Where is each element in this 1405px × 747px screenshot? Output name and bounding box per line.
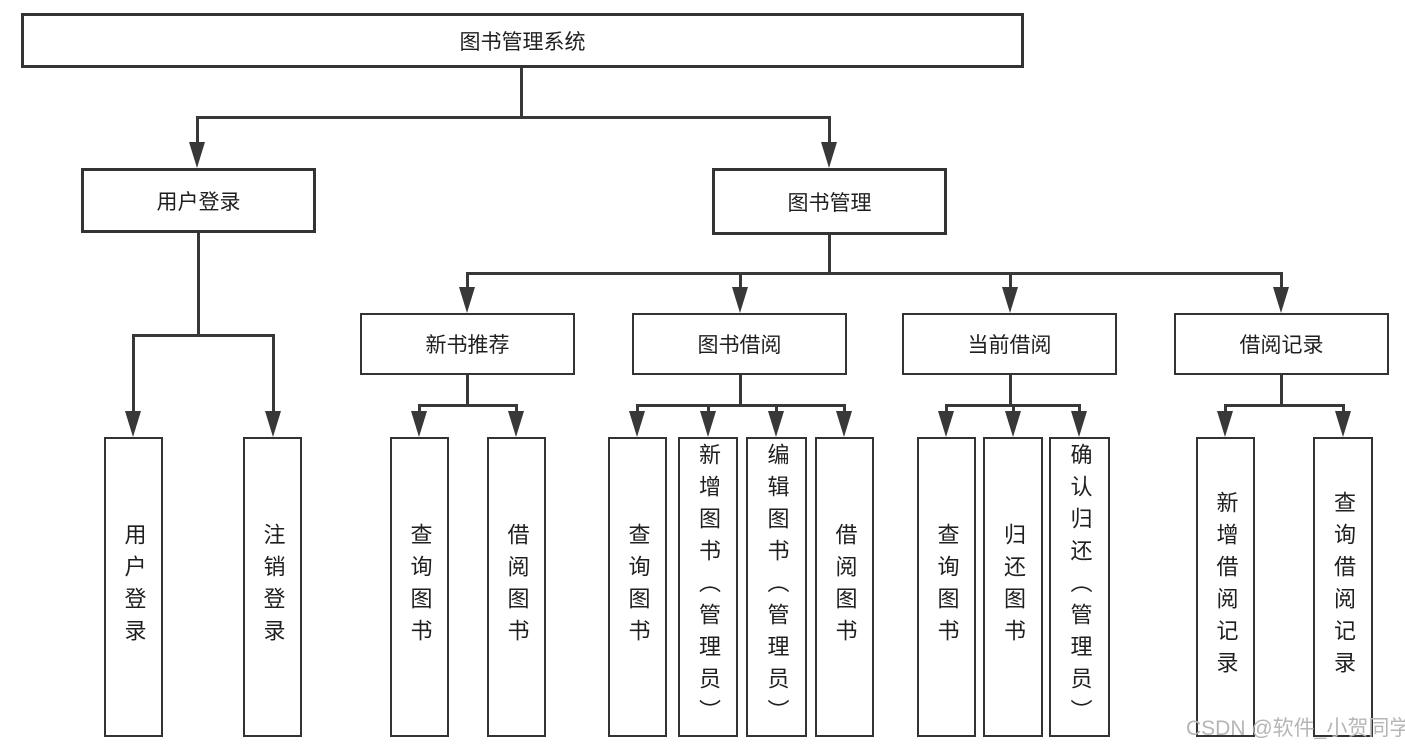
arrow-down-icon [1002,287,1018,313]
node-label: 归还图书 [1001,523,1026,651]
node-label: 用户登录 [121,523,147,651]
leaf-confirm-return-admin: 确认归还（管理员） [1049,437,1110,737]
connector-line [707,404,710,413]
connector-line [739,375,742,406]
connector-line [828,235,831,274]
connector-line [636,404,639,413]
csdn-watermark: CSDN @软件_小贺同学 [1186,717,1405,740]
connector-line [132,334,274,337]
arrow-down-icon [125,411,141,437]
arrow-down-icon [459,287,475,313]
node-label: 借阅记录 [1239,334,1324,357]
arrow-down-icon [700,411,716,437]
connector-line [272,334,275,413]
node-book-borrowing: 图书借阅 [632,313,847,375]
node-label: 查询借阅记录 [1331,491,1356,683]
node-book-management: 图书管理 [712,168,947,235]
node-new-book-recommend: 新书推荐 [360,313,575,375]
node-label: 当前借阅 [967,334,1052,357]
connector-line [1280,272,1283,289]
connector-line [843,404,846,413]
leaf-user-login: 用户登录 [104,437,163,737]
connector-line [828,116,831,144]
node-current-borrowing: 当前借阅 [902,313,1117,375]
leaf-query-borrow-record: 查询借阅记录 [1313,437,1373,737]
connector-line [418,404,421,413]
connector-line [466,272,469,289]
connector-line [1009,375,1012,406]
connector-line [1012,404,1015,413]
connector-line [739,272,742,289]
arrow-down-icon [768,411,784,437]
leaf-query-books-current: 查询图书 [917,437,976,737]
connector-line [466,375,469,406]
leaf-add-book-admin: 新增图书（管理员） [678,437,738,737]
arrow-down-icon [189,142,205,168]
node-label: 图书借阅 [697,334,782,357]
connector-line [515,404,518,413]
node-library-system: 图书管理系统 [21,13,1024,68]
node-label: 查询图书 [407,523,433,651]
node-label: 确认归还（管理员） [1067,443,1093,731]
connector-line [1224,404,1344,407]
leaf-query-books-recommend: 查询图书 [390,437,449,737]
connector-line [418,404,517,407]
connector-line [1224,404,1227,413]
node-label: 用户登录 [156,190,241,214]
leaf-return-books: 归还图书 [983,437,1043,737]
connector-line [1009,272,1012,289]
connector-line [775,404,778,413]
arrow-down-icon [508,411,524,437]
arrow-down-icon [629,411,645,437]
node-label: 借阅图书 [504,523,530,651]
node-label: 新书推荐 [425,334,510,357]
connector-line [520,68,523,117]
connector-line [132,334,135,413]
connector-line [1078,404,1081,413]
connector-line [945,404,948,413]
node-label: 注销登录 [260,523,286,651]
connector-line [197,233,200,336]
node-borrow-records: 借阅记录 [1174,313,1389,375]
node-label: 查询图书 [934,523,960,651]
arrow-down-icon [1005,411,1021,437]
arrow-down-icon [1071,411,1087,437]
leaf-query-books-borrowing: 查询图书 [608,437,667,737]
arrow-down-icon [938,411,954,437]
node-label: 编辑图书（管理员） [764,443,790,731]
leaf-edit-book-admin: 编辑图书（管理员） [746,437,807,737]
arrow-down-icon [732,287,748,313]
connector-line [1342,404,1345,413]
node-label: 新增图书（管理员） [696,443,721,731]
node-label: 查询图书 [625,523,651,651]
leaf-borrow-books-borrowing: 借阅图书 [815,437,874,737]
arrow-down-icon [821,142,837,168]
node-label: 图书管理系统 [459,30,586,54]
connector-line [196,116,830,119]
arrow-down-icon [1335,411,1351,437]
node-label: 新增借阅记录 [1213,491,1239,683]
node-label: 借阅图书 [832,523,858,651]
arrow-down-icon [265,411,281,437]
leaf-borrow-books-recommend: 借阅图书 [487,437,546,737]
leaf-logout: 注销登录 [243,437,302,737]
node-user-login: 用户登录 [81,168,316,233]
arrow-down-icon [1273,287,1289,313]
arrow-down-icon [1217,411,1233,437]
connector-line [1280,375,1283,406]
arrow-down-icon [836,411,852,437]
node-label: 图书管理 [787,191,872,215]
arrow-down-icon [411,411,427,437]
connector-line [196,116,199,144]
connector-line [636,404,845,407]
leaf-add-borrow-record: 新增借阅记录 [1196,437,1255,737]
connector-line [466,272,1282,275]
